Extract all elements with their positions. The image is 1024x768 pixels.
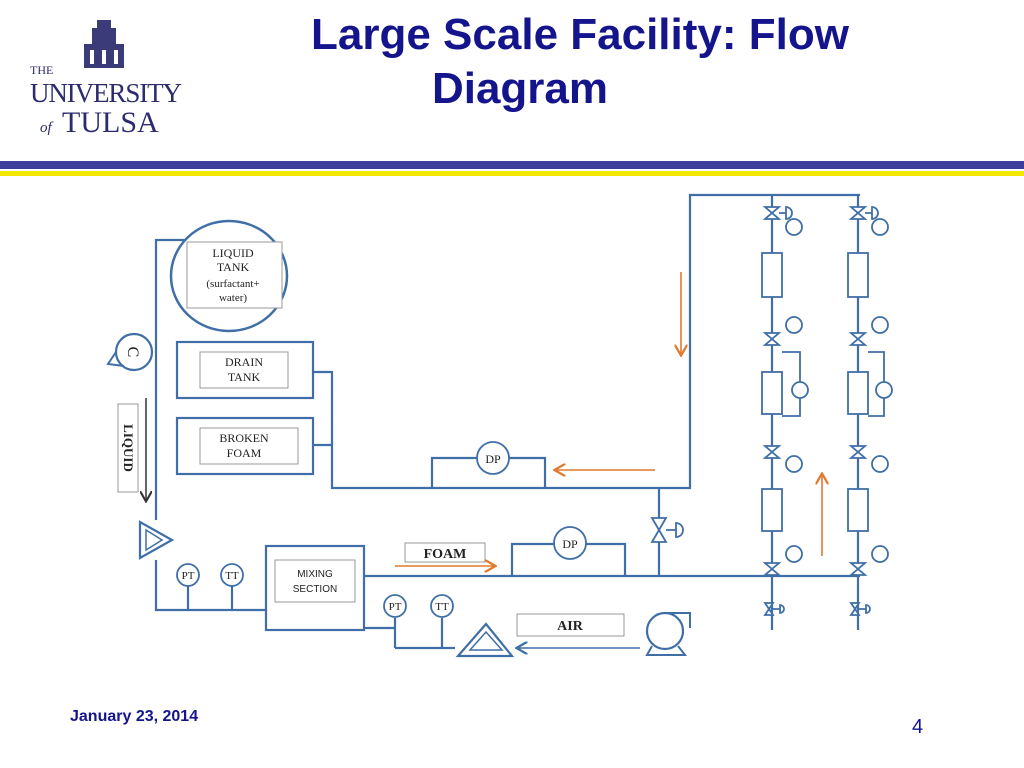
compressor-label: C xyxy=(124,347,141,358)
title-line-2: Diagram xyxy=(431,64,609,113)
pt-label-air: PT xyxy=(389,601,402,613)
header-divider-blue xyxy=(0,161,1024,169)
liquid-tank-line-3: (surfactant+ xyxy=(206,278,259,290)
liquid-tank-line-2: TANK xyxy=(217,260,250,274)
drain-tank: DRAIN TANK xyxy=(175,340,315,400)
tt-label-liquid: TT xyxy=(225,570,239,582)
foam-label: FOAM xyxy=(424,547,467,562)
broken-foam-line-2: FOAM xyxy=(227,446,262,460)
dp-gauge-return: DP xyxy=(476,441,510,475)
pressure-transmitter-air: PT xyxy=(383,594,407,618)
temperature-transmitter-liquid: TT xyxy=(220,563,244,587)
air-label: AIR xyxy=(557,619,584,634)
temperature-transmitter-air: TT xyxy=(430,594,454,618)
broken-foam-tank: BROKEN FOAM xyxy=(175,416,315,476)
air-flow-label: AIR xyxy=(516,613,625,637)
slide-date: January 23, 2014 xyxy=(70,708,199,725)
liquid-tank: LIQUID TANK (surfactant+ water) xyxy=(169,219,289,333)
university-logo: THE UNIVERSITY of TULSA xyxy=(30,20,182,139)
header-divider-yellow xyxy=(0,171,1024,176)
liquid-flow-label: LIQUID xyxy=(117,398,146,500)
test-column-right xyxy=(847,206,893,616)
mixing-section-line-1: MIXING xyxy=(297,569,333,580)
mixing-section-line-2: SECTION xyxy=(293,584,337,595)
liquid-label: LIQUID xyxy=(121,424,136,472)
dp-label-return: DP xyxy=(485,452,501,466)
pressure-transmitter-liquid: PT xyxy=(176,563,200,587)
logo-of: of xyxy=(40,120,54,136)
test-column-left xyxy=(761,206,809,616)
drain-tank-line-2: TANK xyxy=(228,370,261,384)
pump-icon xyxy=(138,520,175,560)
dp-label-foam: DP xyxy=(562,537,578,551)
logo-university: UNIVERSITY xyxy=(30,78,182,108)
air-pump-icon xyxy=(455,622,515,658)
logo-tulsa: TULSA xyxy=(62,106,159,139)
valve-icon xyxy=(650,517,684,543)
liquid-tank-line-4: water) xyxy=(219,292,247,304)
tower-icon xyxy=(84,20,124,68)
mixing-section: MIXING SECTION xyxy=(264,544,366,632)
tt-label-air: TT xyxy=(435,601,449,613)
drain-tank-line-1: DRAIN xyxy=(225,355,263,369)
slide-title: Large Scale Facility: Flow Diagram xyxy=(230,8,930,116)
page-number: 4 xyxy=(912,716,924,738)
logo-the: THE xyxy=(30,63,53,77)
blower-icon xyxy=(645,611,691,656)
liquid-tank-line-1: LIQUID xyxy=(212,246,254,260)
dp-gauge-foam: DP xyxy=(553,526,587,560)
compressor-icon: C xyxy=(106,332,154,372)
pt-label-liquid: PT xyxy=(182,570,195,582)
title-line-1: Large Scale Facility: Flow xyxy=(311,10,849,59)
broken-foam-line-1: BROKEN xyxy=(219,431,269,445)
foam-flow-label: FOAM xyxy=(404,542,486,563)
